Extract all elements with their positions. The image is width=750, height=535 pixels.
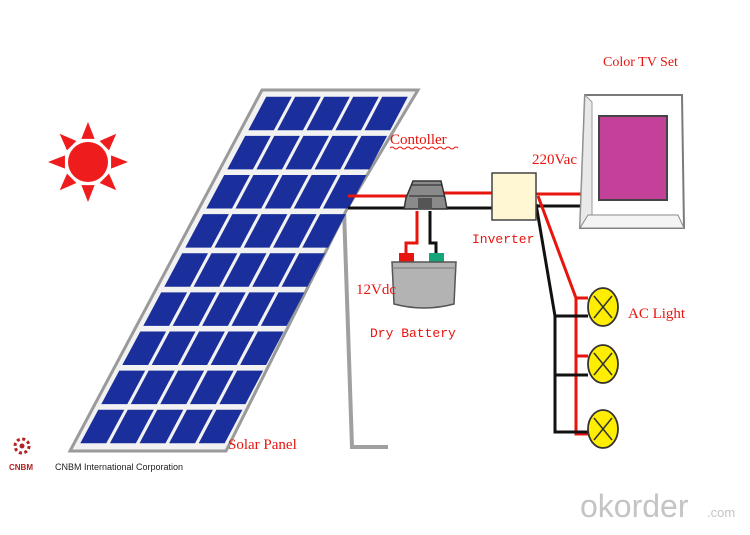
sun-icon (48, 122, 128, 202)
solar-cell (151, 331, 196, 365)
sun-ray (99, 133, 117, 151)
solar-cell (143, 292, 188, 326)
watermark-suffix: .com (707, 505, 735, 520)
solar-cell (189, 370, 234, 405)
sun-ray (81, 122, 95, 139)
ac-voltage-label: 220Vac (532, 152, 577, 168)
solar-cell (306, 96, 350, 131)
solar-cell (256, 135, 300, 170)
solar-cell (181, 331, 225, 365)
sun-ray (111, 155, 128, 169)
spellcheck-underline (389, 146, 459, 150)
solar-cell (364, 96, 408, 131)
solar-cell (243, 214, 288, 248)
solar-cell (214, 214, 259, 248)
solar-cell (101, 370, 146, 405)
solar-cell (122, 331, 167, 365)
solar-cell (185, 214, 229, 248)
sun-core (68, 142, 108, 182)
solar-cell (240, 331, 284, 365)
wiring (348, 191, 590, 436)
solar-panel-icon (80, 96, 408, 444)
solar-cell (139, 409, 184, 444)
solar-cell (273, 214, 317, 248)
cnbm-logo-icon (13, 437, 31, 455)
solar-cell (323, 175, 367, 209)
watermark: okorder (580, 488, 689, 524)
sun-ray (59, 133, 77, 151)
solar-cell (314, 135, 358, 170)
solar-cell (281, 253, 326, 287)
solar-cell (198, 409, 243, 444)
sun-ray (48, 155, 65, 169)
solar-cell (169, 409, 213, 444)
ac-lights (587, 287, 619, 449)
sun-ray (81, 185, 95, 202)
controller-label: Contoller (390, 132, 447, 148)
light-bulb-icon (587, 287, 619, 327)
tv-label: Color TV Set (603, 55, 678, 70)
solar-cell (219, 370, 264, 405)
solar-cell (231, 292, 276, 326)
sun-ray (99, 173, 117, 191)
solar-cell (80, 409, 125, 444)
sun-ray (59, 173, 77, 191)
solar-cell (252, 253, 296, 287)
light-bulb-icon (587, 344, 619, 384)
solar-cell (264, 175, 309, 209)
solar-cell (293, 175, 338, 209)
solar-cell (235, 175, 279, 209)
solar-cell (130, 370, 175, 405)
inverter-icon (491, 172, 537, 221)
solar-cell (193, 253, 238, 287)
inverter-label: Inverter (472, 232, 534, 247)
solar-cell (109, 409, 154, 444)
battery-label: Dry Battery (370, 326, 456, 341)
solar-cell (302, 214, 346, 248)
solar-panel-label: Solar Panel (228, 437, 297, 453)
ac-light-label: AC Light (628, 306, 686, 322)
solar-cell (202, 292, 246, 326)
solar-cell (285, 135, 329, 170)
solar-cell (227, 135, 271, 170)
tv-icon (578, 93, 686, 229)
controller-icon (403, 180, 448, 210)
solar-cell (260, 292, 305, 326)
battery-icon (391, 253, 457, 309)
solar-cell (248, 96, 292, 131)
solar-cell (335, 96, 379, 131)
solar-cell (206, 175, 250, 209)
solar-cell (222, 253, 267, 287)
solar-cell (277, 96, 321, 131)
dc-voltage-label: 12Vdc (356, 282, 396, 298)
cnbm-logo-text: CNBM (9, 463, 33, 472)
solar-cell (172, 292, 217, 326)
solar-cell (343, 135, 388, 170)
solar-cell (210, 331, 255, 365)
solar-cell (160, 370, 205, 405)
company-name: CNBM International Corporation (55, 462, 183, 472)
panel-stand (342, 209, 388, 449)
solar-cell (164, 253, 208, 287)
light-bulb-icon (587, 409, 619, 449)
